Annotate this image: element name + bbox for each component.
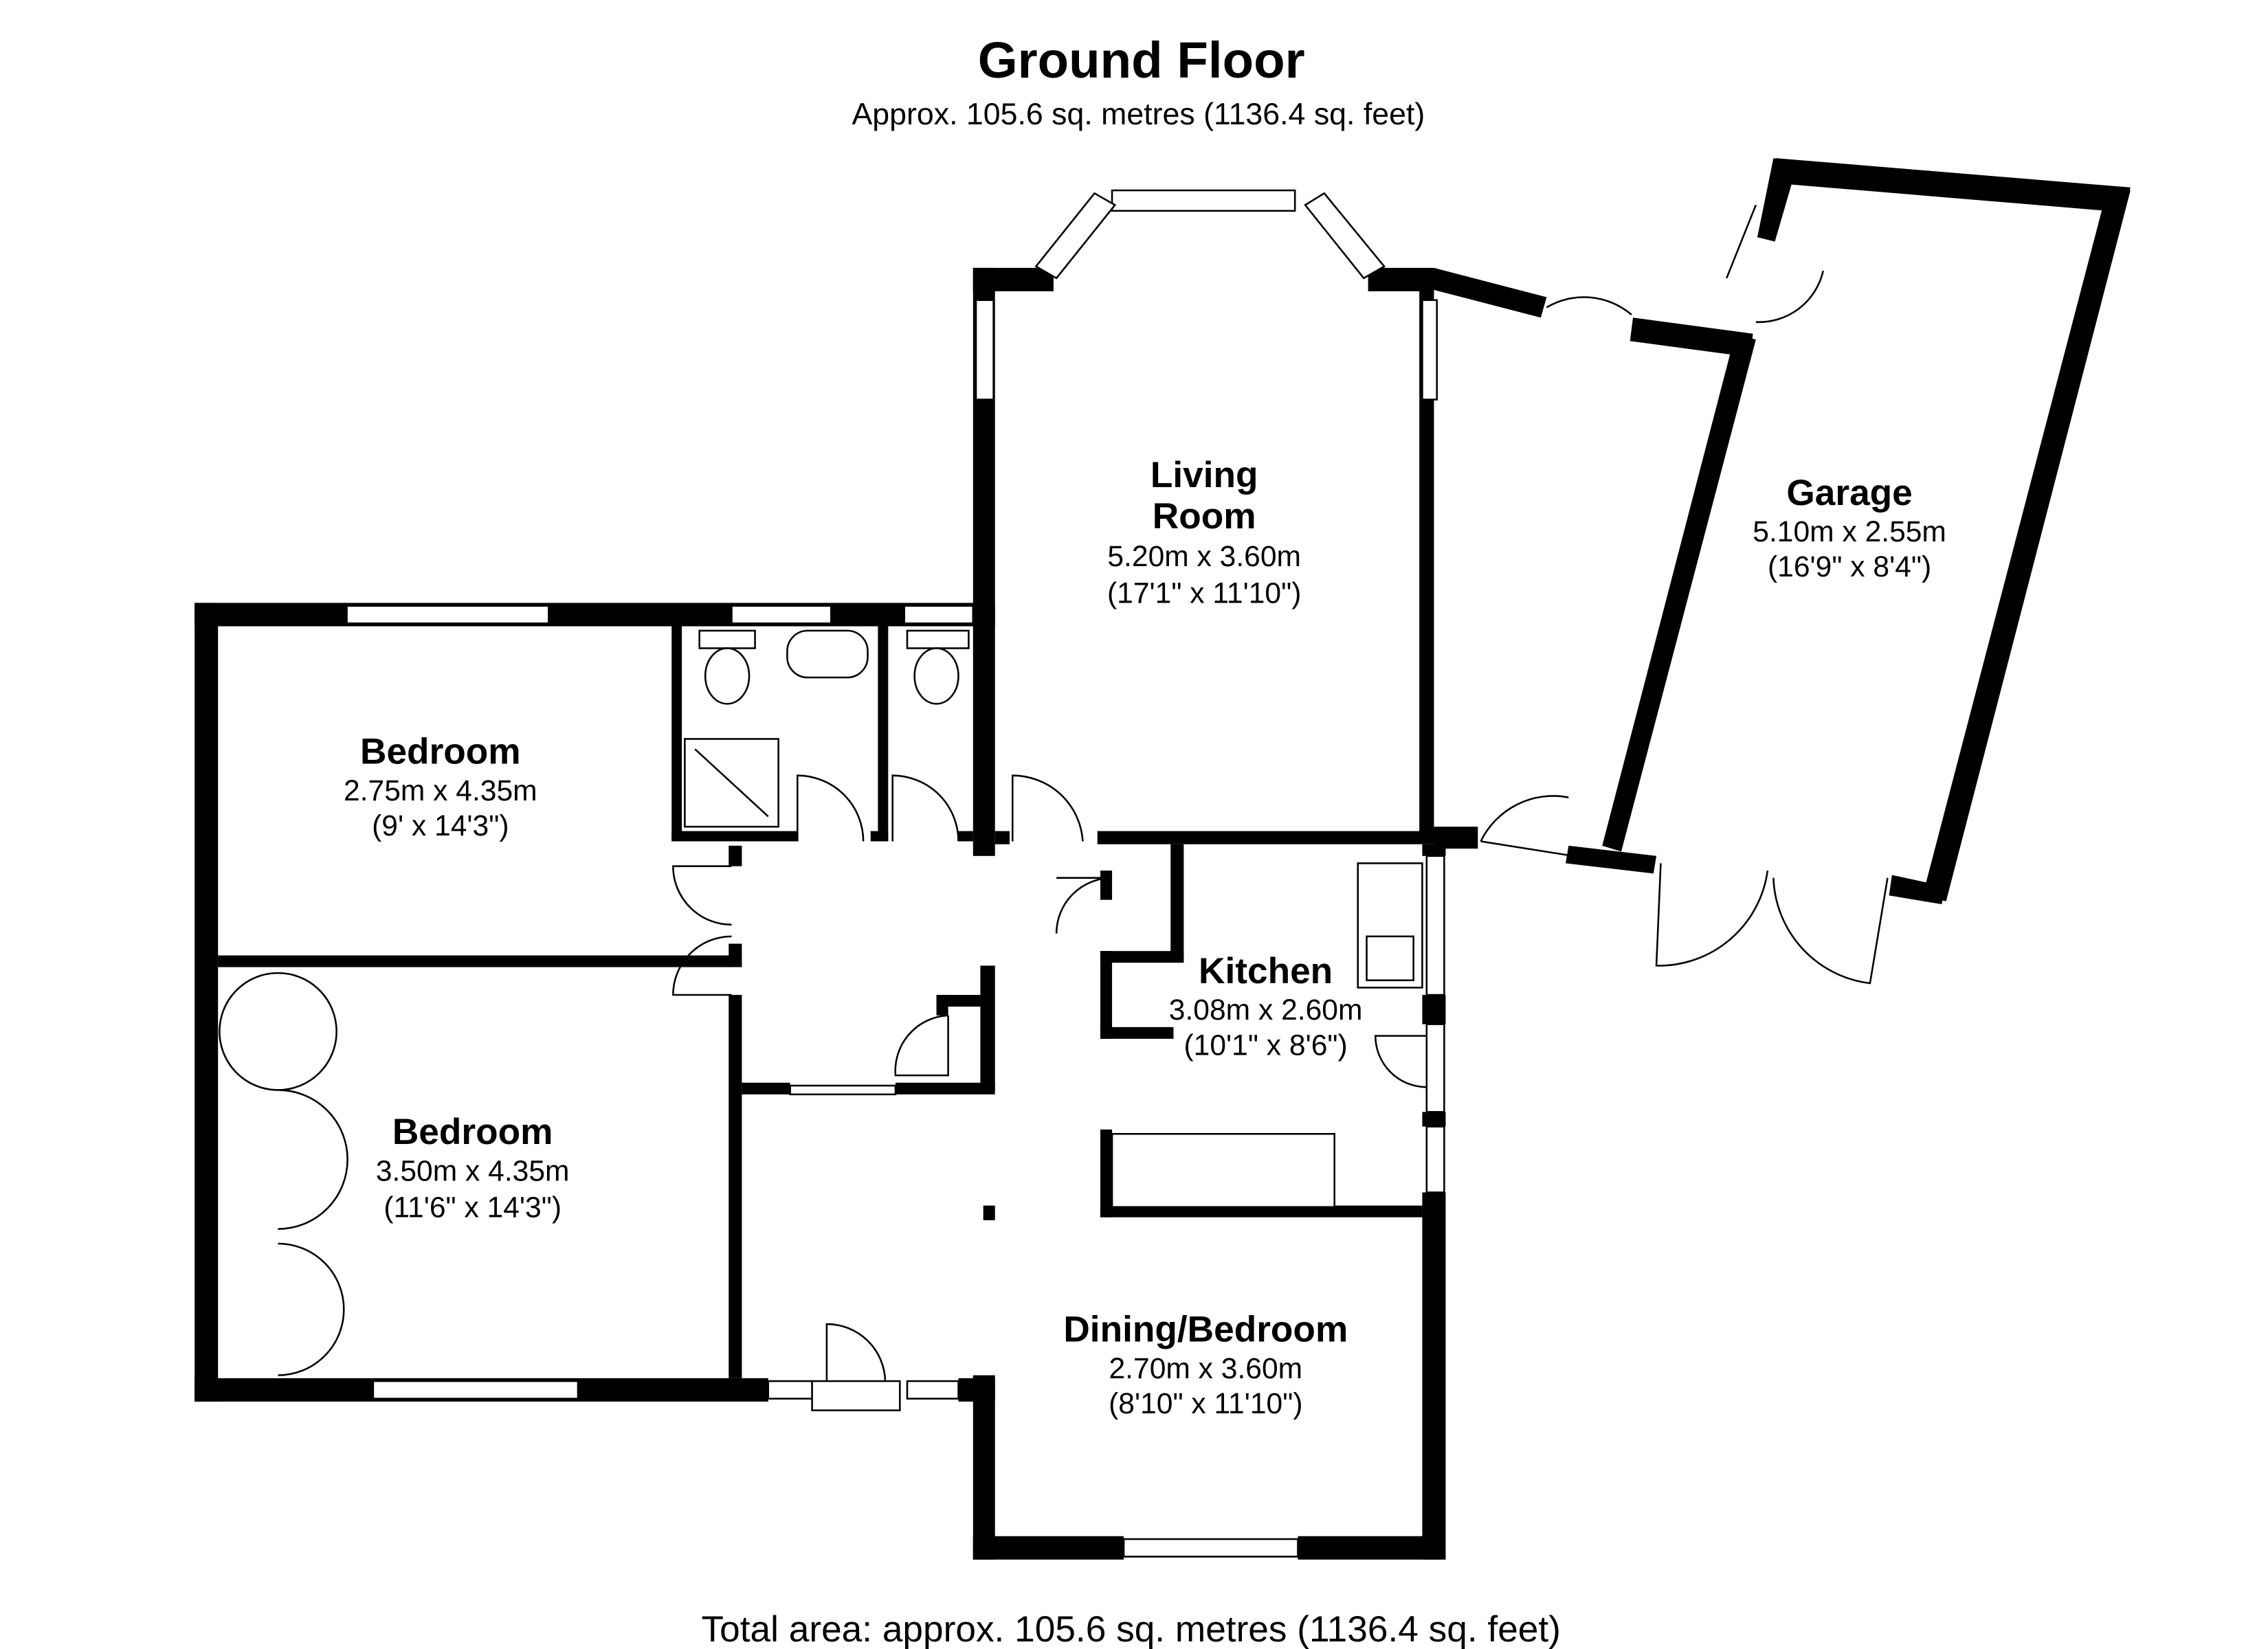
- bedroom2-imperial: (11'6" x 14'3"): [383, 1191, 562, 1224]
- plan-title: Ground Floor: [978, 32, 1305, 89]
- toilet-cistern-icon: [698, 629, 756, 649]
- plan-subtitle: Approx. 105.6 sq. metres (1136.4 sq. fee…: [852, 98, 1425, 131]
- dining-imperial: (8'10" x 11'10"): [1109, 1387, 1302, 1420]
- garage-imperial: (16'9" x 8'4"): [1768, 550, 1931, 583]
- garage-metric: 5.10m x 2.55m: [1753, 515, 1946, 548]
- living-room-imperial: (17'1" x 11'10"): [1107, 576, 1301, 609]
- bedroom1-name: Bedroom: [360, 732, 521, 772]
- bedroom1-metric: 2.75m x 4.35m: [344, 774, 537, 807]
- garage-name: Garage: [1786, 473, 1912, 513]
- wc-cistern-icon: [906, 629, 970, 649]
- bedroom2-metric: 3.50m x 4.35m: [376, 1154, 570, 1187]
- walls: [194, 158, 2131, 1560]
- basin-icon: [786, 629, 869, 679]
- wc-toilet-icon: [913, 647, 959, 705]
- total-area: Total area: approx. 105.6 sq. metres (11…: [702, 1609, 1561, 1649]
- dining-name: Dining/Bedroom: [1063, 1310, 1348, 1350]
- worktop: [1111, 1133, 1335, 1209]
- kitchen-metric: 3.08m x 2.60m: [1169, 994, 1363, 1027]
- doors: [219, 204, 1889, 1411]
- living-room-name: Living: [1150, 455, 1258, 495]
- toilet-icon: [704, 647, 751, 705]
- room-labels: Living Room 5.20m x 3.60m (17'1" x 11'10…: [344, 455, 1946, 1420]
- bedroom1-imperial: (9' x 14'3"): [372, 809, 509, 842]
- living-room-name-2: Room: [1153, 496, 1256, 537]
- fixtures: [684, 629, 1423, 1209]
- kitchen-name: Kitchen: [1199, 951, 1333, 991]
- dining-metric: 2.70m x 3.60m: [1109, 1352, 1303, 1385]
- bedroom2-name: Bedroom: [392, 1112, 553, 1152]
- living-room-metric: 5.20m x 3.60m: [1107, 540, 1301, 573]
- windows: [346, 189, 1445, 1558]
- kitchen-imperial: (10'1" x 8'6"): [1184, 1029, 1348, 1062]
